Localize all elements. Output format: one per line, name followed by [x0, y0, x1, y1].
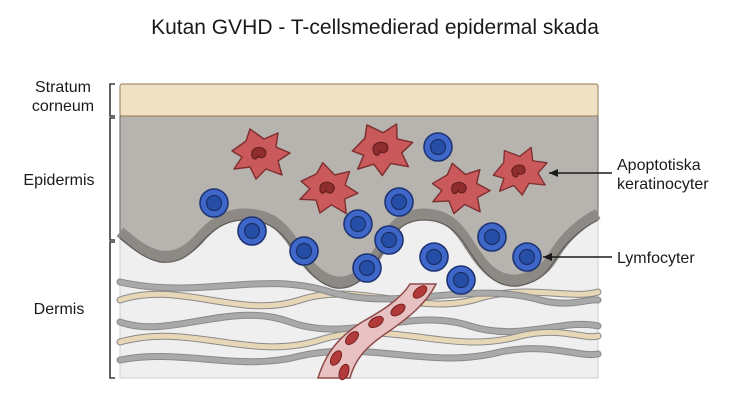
erythrocyte-icon: [412, 285, 428, 299]
erythrocyte-icon: [390, 303, 406, 317]
label-stratum-line2: corneum: [31, 98, 95, 115]
lymphocyte-nucleus: [349, 215, 367, 233]
arrow-head: [549, 169, 558, 177]
lymphocytes: [199, 132, 542, 295]
bracket-dermis: [109, 241, 115, 379]
erythrocyte-icon: [368, 315, 384, 329]
blood-vessel: [316, 283, 438, 381]
lymphocyte-nucleus: [380, 231, 398, 249]
lymphocyte-icon: [343, 209, 373, 239]
arrow-lymphocytes: [543, 253, 612, 261]
lymphocyte-nucleus: [483, 228, 501, 246]
erythrocyte-icon: [329, 350, 343, 366]
dermal-fiber-fill: [117, 329, 601, 350]
label-stratum-line1: Stratum: [34, 79, 91, 96]
apoptotic-keratinocyte-icon: [351, 123, 414, 177]
lymphocyte-icon: [446, 265, 476, 295]
layer-brackets: [109, 83, 115, 379]
lymphocyte-nucleus: [429, 138, 447, 156]
lymphocyte-nucleus: [390, 193, 408, 211]
bracket-epidermis: [109, 117, 115, 241]
lymphocyte-nucleus: [205, 194, 223, 212]
lymphocyte-icon: [512, 242, 542, 272]
apoptotic-keratinocyte-icon: [492, 146, 548, 196]
lymphocyte-nucleus: [243, 222, 261, 240]
dermal-fibers: [116, 278, 602, 366]
lymphocyte-icon: [423, 132, 453, 162]
label-apoptotic-keratinocytes: Apoptotiska keratinocyter: [617, 156, 747, 194]
keratinocyte-nucleus: [511, 164, 526, 178]
apoptotic-keratinocyte-icon: [431, 162, 491, 215]
erythrocyte-icon: [345, 331, 359, 345]
keratinocyte-nucleus: [319, 181, 335, 194]
label-apoptotic-line1: Apoptotiska: [617, 157, 701, 174]
label-dermis: Dermis: [33, 301, 85, 318]
label-lymphocytes: Lymfocyter: [617, 250, 695, 267]
vessel-wall: [316, 283, 438, 379]
apoptotic-keratinocyte-icon: [231, 128, 291, 180]
lymphocyte-icon: [419, 242, 449, 272]
dermal-fiber-fill: [117, 346, 601, 365]
label-epidermis: Epidermis: [23, 172, 95, 189]
apoptotic-keratinocytes: [231, 123, 548, 215]
keratinocyte-nucleus: [372, 141, 389, 156]
lymphocyte-nucleus: [518, 248, 536, 266]
label-stratum-corneum: Stratum corneum: [22, 78, 104, 116]
label-arrows: [543, 169, 612, 261]
lymphocyte-nucleus: [425, 248, 443, 266]
erythrocyte-icon: [338, 363, 350, 381]
lymphocyte-icon: [199, 188, 229, 218]
lymphocyte-nucleus: [452, 271, 470, 289]
lymphocyte-icon: [352, 253, 382, 283]
lymphocyte-icon: [384, 187, 414, 217]
keratinocyte-nucleus: [451, 181, 467, 195]
bracket-stratum-corneum: [109, 83, 115, 117]
apoptotic-keratinocyte-icon: [299, 161, 359, 215]
keratinocyte-nucleus: [251, 146, 267, 160]
label-apoptotic-line2: keratinocyter: [617, 176, 709, 193]
dermal-fiber-fill: [117, 279, 601, 306]
stratum-corneum-layer: [119, 83, 599, 117]
lymphocyte-nucleus: [295, 242, 313, 260]
lymphocyte-icon: [374, 225, 404, 255]
arrow-head: [543, 253, 552, 261]
arrow-apoptotic-keratinocytes: [549, 169, 612, 177]
diagram-title: Kutan GVHD - T-cellsmedierad epidermal s…: [151, 16, 599, 39]
lymphocyte-icon: [237, 216, 267, 246]
lymphocyte-icon: [289, 236, 319, 266]
lymphocyte-nucleus: [358, 259, 376, 277]
lymphocyte-icon: [477, 222, 507, 252]
